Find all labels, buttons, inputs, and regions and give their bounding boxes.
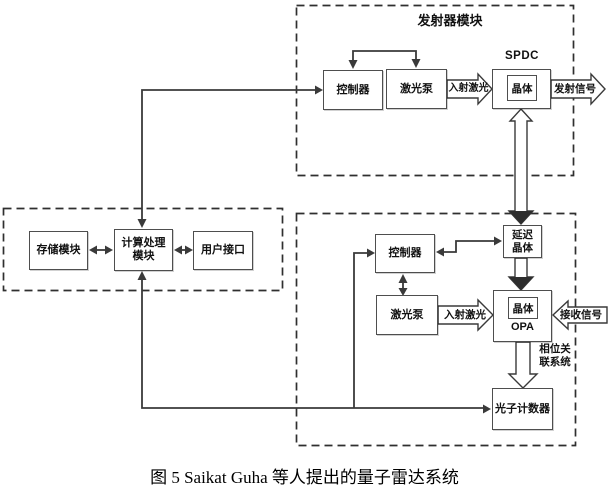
incident-laser-arrow-label-receiver: 入射激光 (444, 309, 486, 321)
phase-correlation-system-label: 相位关 联系统 (537, 343, 573, 369)
transmitter-module-title: 发射器模块 (417, 13, 483, 28)
processing-module-frame (2, 207, 284, 292)
transmitter-controller-box: 控制器 (323, 70, 383, 110)
computing-module-label-line2: 模块 (132, 250, 155, 262)
phase-label-line2: 联系统 (539, 356, 571, 368)
receiver-laser-pump-box: 激光泵 (376, 295, 438, 335)
receiver-controller-box: 控制器 (375, 234, 435, 273)
opa-label: OPA (510, 321, 535, 333)
block-arrowhead-into-delay-crystal (509, 211, 533, 224)
arrow-receiver-controller-laser-pump (398, 274, 408, 296)
arrow-storage-computing (89, 245, 113, 255)
block-arrow-emit-signal (550, 72, 606, 106)
transmitter-laser-pump-box: 激光泵 (386, 69, 447, 109)
figure-caption: 图 5 Saikat Guha 等人提出的量子雷达系统 (150, 468, 459, 487)
opa-crystal-box: 晶体 (508, 297, 538, 319)
arrow-computing-user-interface (174, 245, 193, 255)
arrow-bus-computing-receiver (137, 248, 491, 414)
delay-crystal-label-line1: 延迟 (512, 228, 533, 241)
receiver-module-frame (295, 212, 577, 447)
storage-module-box: 存储模块 (29, 231, 88, 270)
block-arrow-incident-laser-receiver (437, 298, 494, 332)
delay-crystal-label-line2: 晶体 (512, 241, 533, 254)
spdc-crystal-box: 晶体 (507, 75, 537, 101)
incident-laser-arrow-label-transmitter: 入射激光 (448, 83, 489, 94)
arrow-computing-transmitter-controller (137, 85, 323, 228)
block-arrow-spdc-delay-link (507, 107, 535, 226)
arrow-receiver-controller-delay-crystal (436, 236, 502, 257)
spdc-title: SPDC (505, 50, 539, 62)
computing-module-label-line1: 计算处理 (121, 237, 166, 249)
computing-module-box: 计算处理 模块 (114, 229, 173, 271)
delay-crystal-box: 延迟 晶体 (503, 225, 542, 258)
phase-label-line1: 相位关 (539, 343, 571, 355)
arrow-transmitter-feedback-loop (348, 50, 421, 69)
block-arrowhead-into-opa (509, 277, 533, 290)
user-interface-box: 用户接口 (193, 231, 253, 270)
photon-counter-box: 光子计数器 (492, 388, 553, 430)
block-arrow-opa-to-photon-counter (507, 341, 539, 389)
receive-signal-arrow-label: 接收信号 (560, 309, 602, 321)
block-arrow-incident-laser-transmitter (446, 72, 493, 106)
block-arrow-receive-signal (551, 299, 608, 331)
emit-signal-arrow-label: 发射信号 (554, 83, 596, 95)
